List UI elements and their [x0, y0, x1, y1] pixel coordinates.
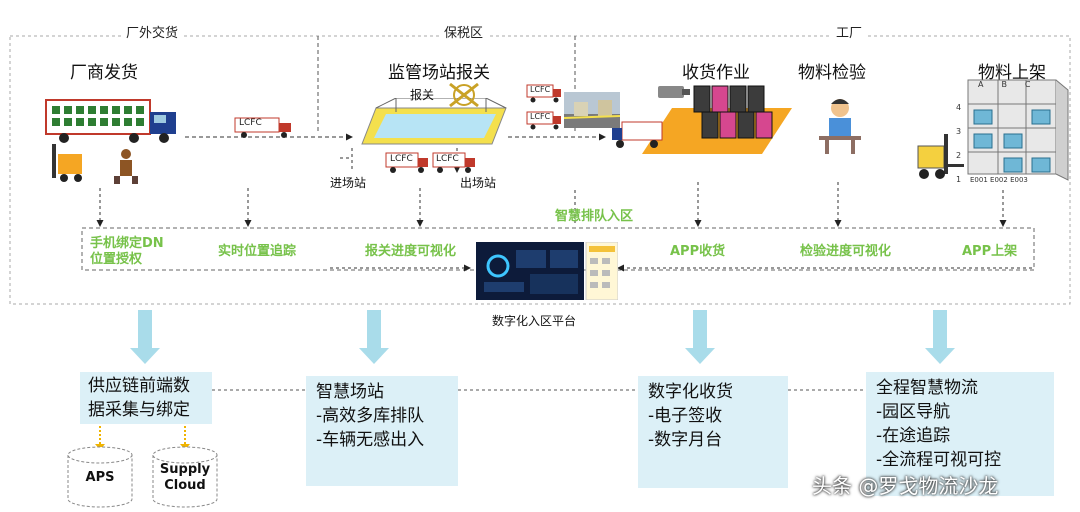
feature-realtime-tracking: 实时位置追踪 — [218, 244, 297, 259]
exit-station-label: 出场站 — [460, 176, 497, 190]
capability-title: 全程智慧物流 — [876, 378, 978, 398]
rack-column-labels: ABC — [978, 80, 1048, 89]
capability-title: 数字化收货 — [648, 382, 733, 402]
rack-bin-3: E003 — [1010, 176, 1028, 184]
capability-box-data-collection: 供应链前端数 据采集与绑定 — [80, 372, 212, 424]
zone-factory-label: 工厂 — [832, 22, 867, 41]
feature-app-shelving: APP上架 — [962, 244, 1018, 259]
customs-station-illustration — [361, 98, 507, 145]
feature-mobile-binding: 手机绑定DN 位置授权 — [90, 236, 164, 268]
feature-smart-queue: 智慧排队入区 — [555, 209, 634, 224]
rack-bin-labels: E001 E002 E003 — [970, 176, 1028, 184]
feature-mobile-binding-line2: 位置授权 — [90, 252, 143, 267]
inspector-illustration — [819, 99, 861, 154]
capability-box-smart-station: 智慧场站 -高效多库排队 -车辆无感出入 — [306, 376, 458, 486]
feature-app-receiving: APP收货 — [670, 244, 726, 259]
transit-truck-icon — [234, 117, 291, 138]
rack-col-b: B — [1001, 80, 1025, 89]
gate-photo — [564, 92, 620, 128]
capability-item: -园区导航 — [876, 402, 951, 422]
stage-inspection: 物料检验 — [798, 63, 866, 83]
watermark: 头条 @罗戈物流沙龙 — [812, 474, 999, 498]
queue-truck-tag-1: LCFC — [530, 85, 551, 94]
feature-mobile-binding-line1: 手机绑定DN — [90, 236, 164, 251]
customs-emblem-icon — [449, 82, 479, 108]
stage-supplier-delivery: 厂商发货 — [70, 63, 138, 83]
rack-col-a: A — [978, 80, 1002, 89]
capability-title: 智慧场站 — [316, 382, 384, 402]
station-truck-tag-1: LCFC — [390, 154, 413, 164]
rack-col-c: C — [1024, 80, 1049, 89]
capability-item: -车辆无感出入 — [316, 430, 425, 450]
capability-box-smart-logistics: 全程智慧物流 -园区导航 -在途追踪 -全流程可视可控 — [866, 372, 1054, 496]
station-truck-tag-2: LCFC — [436, 154, 459, 164]
capability-item: -全流程可视可控 — [876, 450, 1002, 470]
customs-label: 报关 — [410, 88, 435, 102]
storage-rack-illustration — [917, 79, 1069, 181]
rack-row-4: 4 — [956, 103, 962, 112]
rack-row-3: 3 — [956, 127, 962, 136]
receiving-warehouse-illustration — [612, 85, 792, 154]
database-aps: APS — [85, 470, 115, 485]
capability-item: -数字月台 — [648, 430, 723, 450]
zone-outside-label: 厂外交货 — [122, 22, 183, 41]
station-trucks-icon — [385, 152, 475, 173]
rack-bin-1: E001 — [970, 176, 988, 184]
rack-bin-2: E002 — [990, 176, 1008, 184]
stage-shelving: 物料上架 — [978, 63, 1046, 83]
supplier-truck-illustration — [45, 99, 176, 184]
enter-station-label: 进场站 — [330, 176, 367, 190]
feature-declaration-visual: 报关进度可视化 — [365, 244, 457, 259]
stage-station-declaration: 监管场站报关 — [388, 63, 490, 83]
rack-row-2: 2 — [956, 151, 962, 160]
rack-row-1: 1 — [956, 175, 962, 184]
platform-dashboard-thumbnail — [476, 242, 618, 300]
feature-inspection-visual: 检验进度可视化 — [800, 244, 892, 259]
database-supply-cloud: Supply Cloud — [159, 462, 211, 493]
capability-item: -电子签收 — [648, 406, 723, 426]
rack-row-labels: 4 3 2 1 — [956, 96, 964, 192]
capability-item: -高效多库排队 — [316, 406, 425, 426]
capability-box-digital-receiving: 数字化收货 -电子签收 -数字月台 — [638, 376, 788, 488]
zone-bonded-label: 保税区 — [440, 22, 488, 41]
capability-item: -在途追踪 — [876, 426, 951, 446]
queue-truck-tag-2: LCFC — [530, 112, 551, 121]
stage-receiving: 收货作业 — [682, 63, 750, 83]
capability-title-line2: 据采集与绑定 — [88, 400, 190, 420]
truck-tag: LCFC — [239, 118, 262, 128]
platform-label: 数字化入区平台 — [492, 314, 577, 328]
queue-trucks-icon — [526, 84, 561, 130]
capability-title-line1: 供应链前端数 — [88, 376, 190, 396]
